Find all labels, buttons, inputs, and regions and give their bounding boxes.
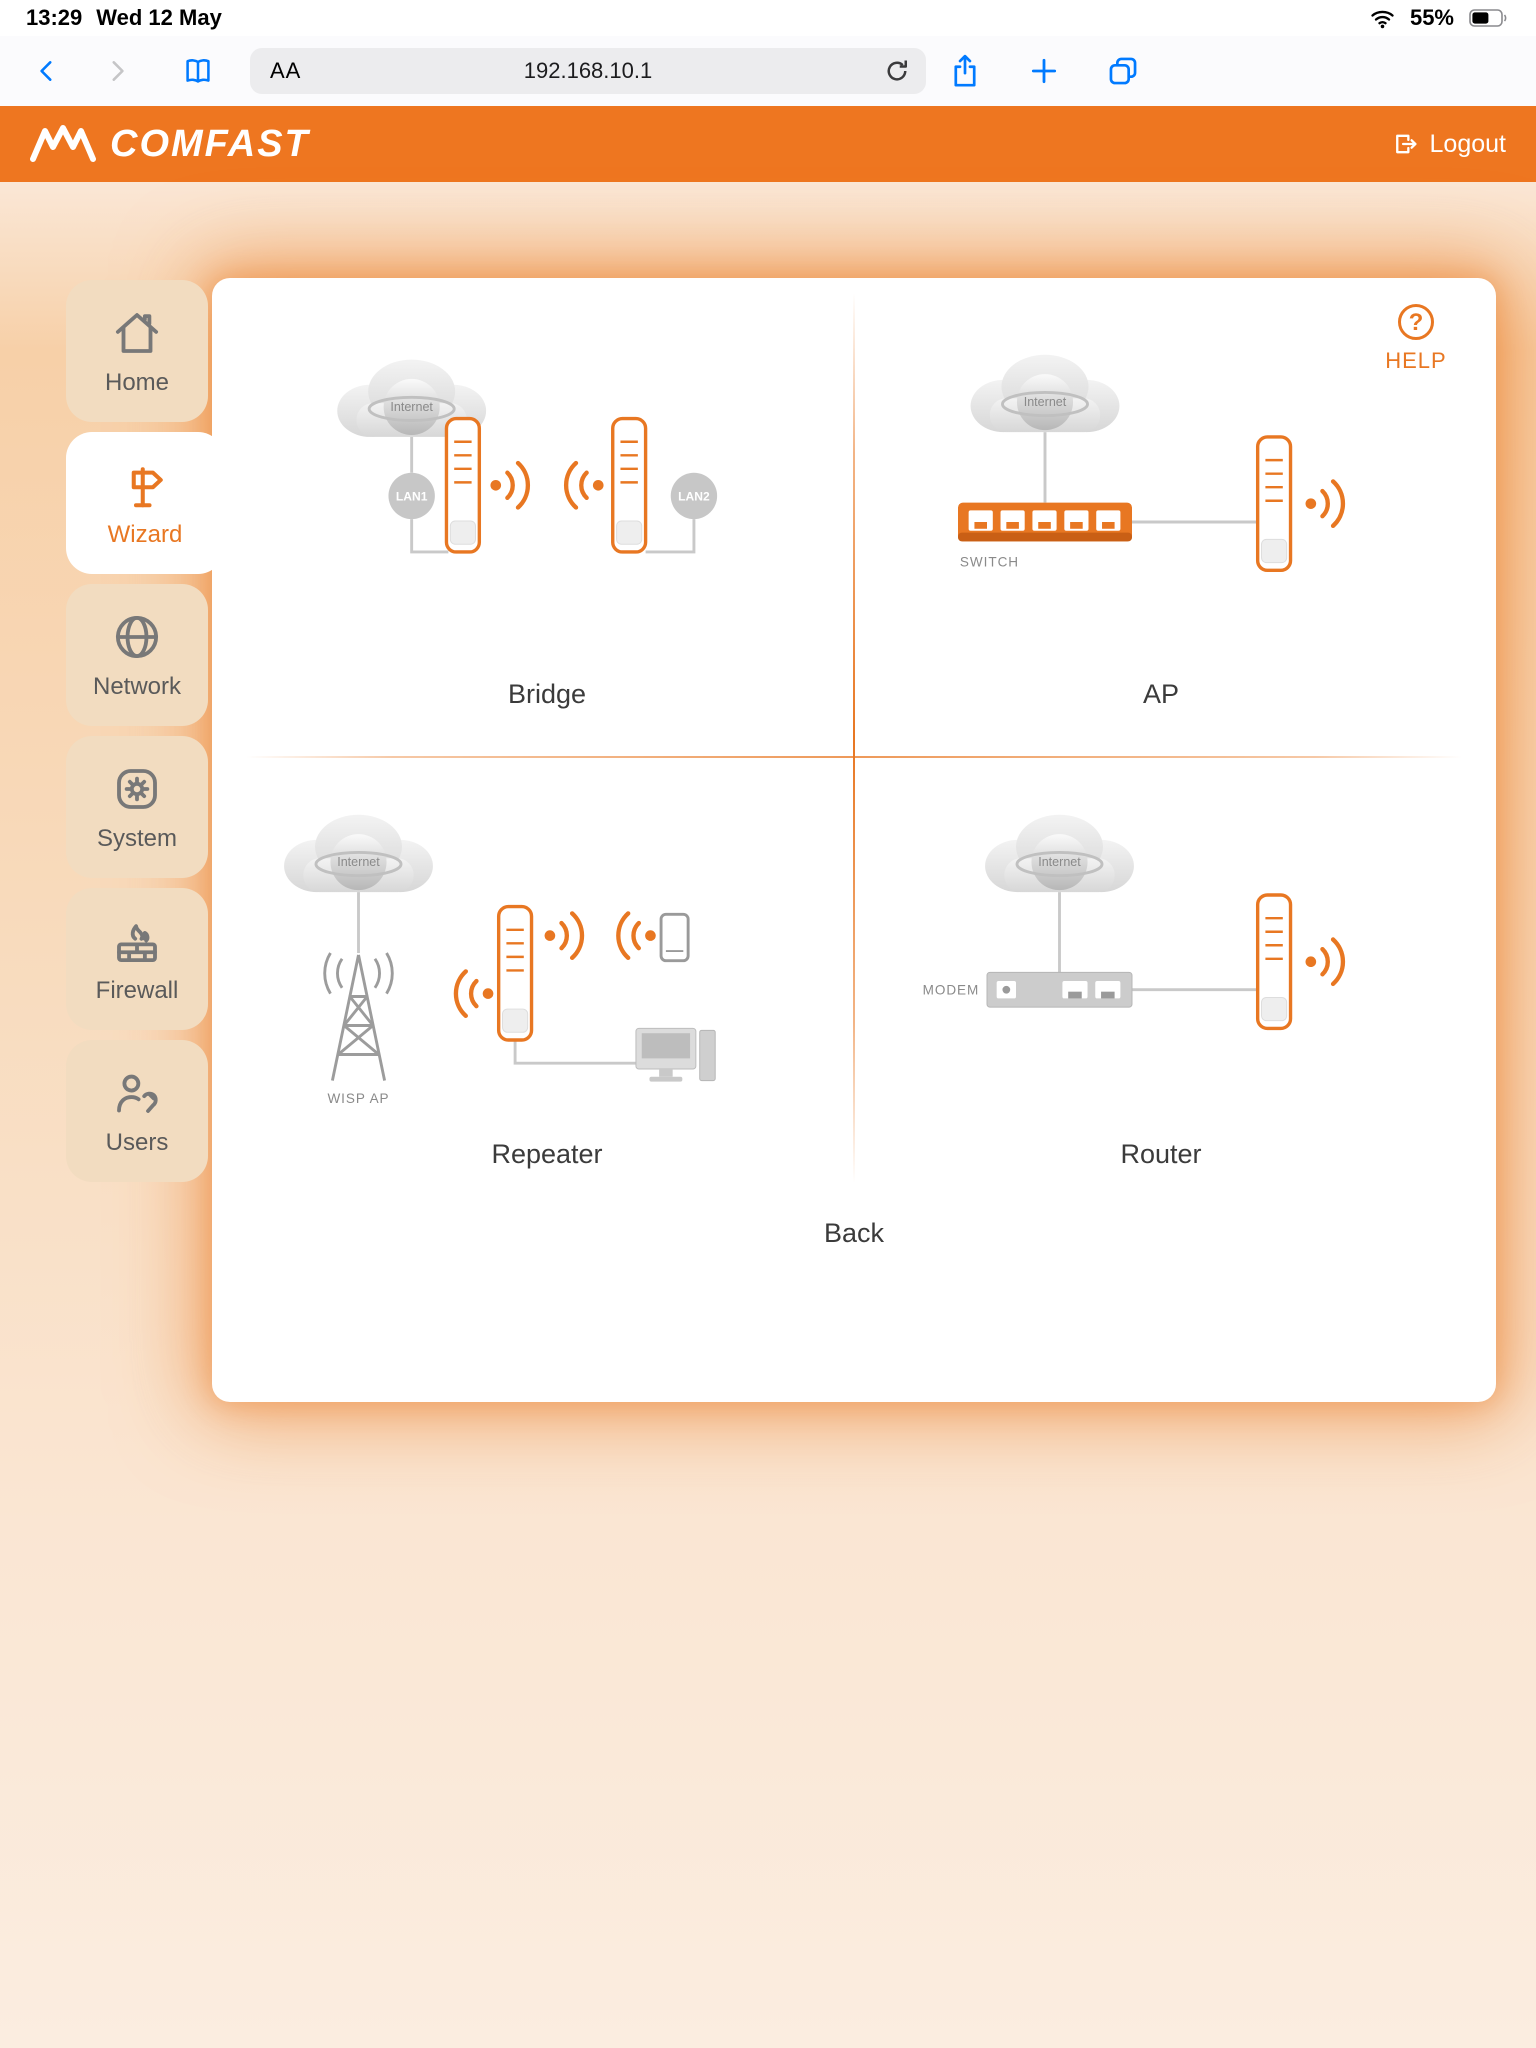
battery-percent: 55% [1409, 5, 1454, 30]
mode-label: Repeater [491, 1139, 603, 1169]
plus-icon [1031, 58, 1057, 84]
router-diagram: Internet MODEM [923, 813, 1451, 1031]
mode-grid: Internet LAN1 LAN2 Bridge [240, 278, 1468, 1238]
bookmarks-button[interactable] [182, 55, 214, 87]
browser-back-button[interactable] [34, 56, 60, 86]
sidebar-item-system[interactable]: System [66, 736, 208, 878]
wizard-mode-card: ? HELP Internet LAN1 [212, 278, 1496, 1402]
brand: COMFAST [30, 123, 310, 166]
svg-text:SWITCH: SWITCH [960, 554, 1019, 569]
logout-label: Logout [1429, 129, 1506, 158]
new-tab-button[interactable] [1028, 55, 1060, 87]
svg-text:Internet: Internet [337, 855, 380, 869]
status-time: 13:29 [26, 5, 83, 30]
wifi-icon [1371, 10, 1394, 29]
battery-icon [1469, 9, 1507, 27]
user-wrench-icon [117, 1074, 158, 1113]
bridge-diagram: Internet LAN1 LAN2 [335, 358, 718, 554]
sidebar-item-home[interactable]: Home [66, 280, 208, 422]
chevron-right-icon [112, 61, 124, 81]
help-button[interactable]: ? HELP [1370, 304, 1462, 374]
gear-icon [117, 768, 157, 809]
ap-diagram: Internet SWITCH [958, 353, 1451, 573]
mode-label: Router [1120, 1139, 1202, 1169]
url-bar[interactable]: AA 192.168.10.1 [250, 48, 926, 94]
share-icon [954, 54, 976, 87]
url-text: 192.168.10.1 [523, 58, 653, 83]
brand-name: COMFAST [110, 122, 310, 165]
mode-label: Bridge [507, 679, 587, 709]
chevron-left-icon [40, 61, 52, 81]
horizontal-divider [246, 756, 1462, 758]
svg-text:Internet: Internet [1024, 395, 1067, 409]
app-header: COMFAST Logout [0, 106, 1536, 182]
mode-router[interactable]: Internet MODEM Router [854, 748, 1468, 1238]
svg-text:Internet: Internet [1038, 855, 1081, 869]
browser-toolbar: AA 192.168.10.1 [0, 36, 1536, 106]
reload-icon [887, 60, 907, 81]
sidebar-item-label: Firewall [95, 976, 179, 1004]
mode-label: AP [1142, 679, 1180, 709]
sidebar-item-label: Wizard [107, 520, 183, 548]
browser-forward-button[interactable] [104, 56, 130, 86]
globe-icon [115, 615, 159, 658]
firewall-icon [117, 923, 157, 962]
tabs-icon [1109, 57, 1137, 85]
brand-logo-icon [30, 125, 96, 162]
svg-text:Internet: Internet [390, 400, 433, 414]
vertical-divider [853, 293, 855, 1183]
svg-text:MODEM: MODEM [923, 983, 980, 998]
back-button[interactable]: Back [823, 1218, 885, 1248]
status-date: Wed 12 May [96, 5, 222, 30]
text-size-button[interactable]: AA [270, 58, 302, 83]
sidebar-item-users[interactable]: Users [66, 1040, 208, 1182]
logout-button[interactable]: Logout [1392, 130, 1506, 159]
book-icon [186, 59, 210, 83]
mode-bridge[interactable]: Internet LAN1 LAN2 Bridge [240, 278, 854, 748]
mode-ap[interactable]: Internet SWITCH AP [854, 278, 1468, 748]
mode-repeater[interactable]: Internet WISP AP Repeater [240, 748, 854, 1238]
sidebar-item-label: Users [105, 1128, 169, 1156]
tabs-button[interactable] [1106, 54, 1140, 88]
sidebar: Home Wizard Network [66, 280, 226, 1192]
reload-button[interactable] [882, 56, 912, 91]
home-icon [115, 312, 159, 353]
status-bar: 13:29 Wed 12 May 55% [0, 0, 1536, 36]
question-icon: ? [1398, 304, 1434, 340]
sidebar-item-wizard[interactable]: Wizard [66, 432, 224, 574]
sidebar-item-label: Network [92, 672, 182, 700]
sidebar-item-label: Home [104, 368, 170, 396]
sidebar-item-network[interactable]: Network [66, 584, 208, 726]
repeater-diagram: Internet WISP AP [282, 813, 716, 1106]
sidebar-item-label: System [96, 824, 177, 852]
svg-text:WISP AP: WISP AP [327, 1091, 389, 1106]
signpost-icon [131, 466, 163, 507]
svg-text:LAN2: LAN2 [678, 490, 710, 504]
sidebar-item-firewall[interactable]: Firewall [66, 888, 208, 1030]
share-button[interactable] [948, 52, 982, 90]
page-background: Home Wizard Network [0, 182, 1536, 2048]
help-label: HELP [1385, 348, 1447, 373]
logout-icon [1395, 134, 1417, 154]
svg-text:LAN1: LAN1 [396, 490, 428, 504]
